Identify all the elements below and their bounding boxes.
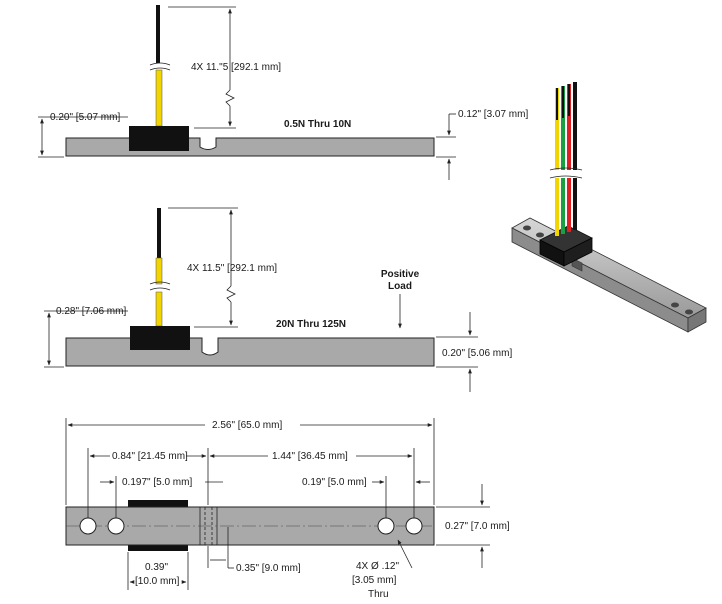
view3-block-top [128, 500, 188, 510]
hole-callout-line1: 4X Ø .12" [356, 561, 399, 572]
view1-side-view: 4X 11."5 [292.1 mm] 0.20" [5.07 mm] 0.12… [38, 5, 528, 180]
view2-wire-yellow-upper [155, 257, 163, 285]
view1-wire-length-label: 4X 11."5 [292.1 mm] [191, 62, 281, 73]
view2-wire-black [157, 208, 161, 258]
view3-hole-4 [405, 517, 423, 535]
view1-right-height-label: 0.12" [3.07 mm] [458, 109, 528, 120]
view1-wire-break [154, 63, 162, 69]
block-width-line1: 0.39" [145, 562, 168, 573]
hole-callout-line2: [3.05 mm] [352, 575, 397, 586]
right-span-label: 1.44" [36.45 mm] [272, 451, 348, 462]
view1-gauge-block [129, 126, 189, 151]
view3-hole-2 [107, 517, 125, 535]
left-span-label: 0.84" [21.45 mm] [112, 451, 188, 462]
view2-right-height-label: 0.20" [5.06 mm] [442, 348, 512, 359]
view2-beam [65, 337, 435, 367]
view3-hole-3 [377, 517, 395, 535]
view1-break-mark [149, 62, 171, 71]
slot-distance-label: 0.35" [9.0 mm] [236, 563, 301, 574]
block-width-line2: [10.0 mm] [135, 576, 180, 587]
view2-wire-length-label: 4X 11.5" [292.1 mm] [187, 263, 277, 274]
view2-side-view: 4X 11.5" [292.1 mm] 0.28" [7.06 mm] 0.20… [44, 207, 512, 392]
width-label: 0.27" [7.0 mm] [445, 521, 510, 532]
overall-length-label: 2.56" [65.0 mm] [212, 420, 282, 431]
view2-left-height-label: 0.28" [7.06 mm] [56, 306, 126, 317]
view1-left-height-label: 0.20" [5.07 mm] [50, 112, 120, 123]
view2-gauge-block [130, 326, 190, 350]
view2-break-mark [149, 281, 171, 291]
iso-hole-2 [536, 232, 544, 238]
view1-range-label: 0.5N Thru 10N [284, 119, 351, 130]
view1-wire-black [156, 5, 160, 63]
iso-hole-1 [523, 225, 531, 231]
iso-hole-4 [685, 309, 693, 315]
iso-bar-front [511, 227, 689, 333]
view3-hole-1 [79, 517, 97, 535]
left-hole-pitch-label: 0.197" [5.0 mm] [122, 477, 192, 488]
iso-hole-3 [671, 302, 679, 308]
view2-range-label: 20N Thru 125N [276, 319, 346, 330]
isometric-view [511, 82, 707, 333]
positive-load-label-line1: Positive [381, 269, 420, 280]
view3-top-view: 2.56" [65.0 mm] 0.84" [21.45 mm] 1.44" [… [65, 418, 510, 600]
view2-wire-yellow-lower [155, 291, 163, 327]
view1-beam [65, 137, 435, 157]
view1-wire-yellow [155, 69, 163, 127]
right-hole-pitch-label: 0.19" [5.0 mm] [302, 477, 367, 488]
iso-wires [549, 82, 583, 236]
positive-load-label-line2: Load [388, 281, 412, 292]
hole-callout-line3: Thru [368, 589, 389, 600]
